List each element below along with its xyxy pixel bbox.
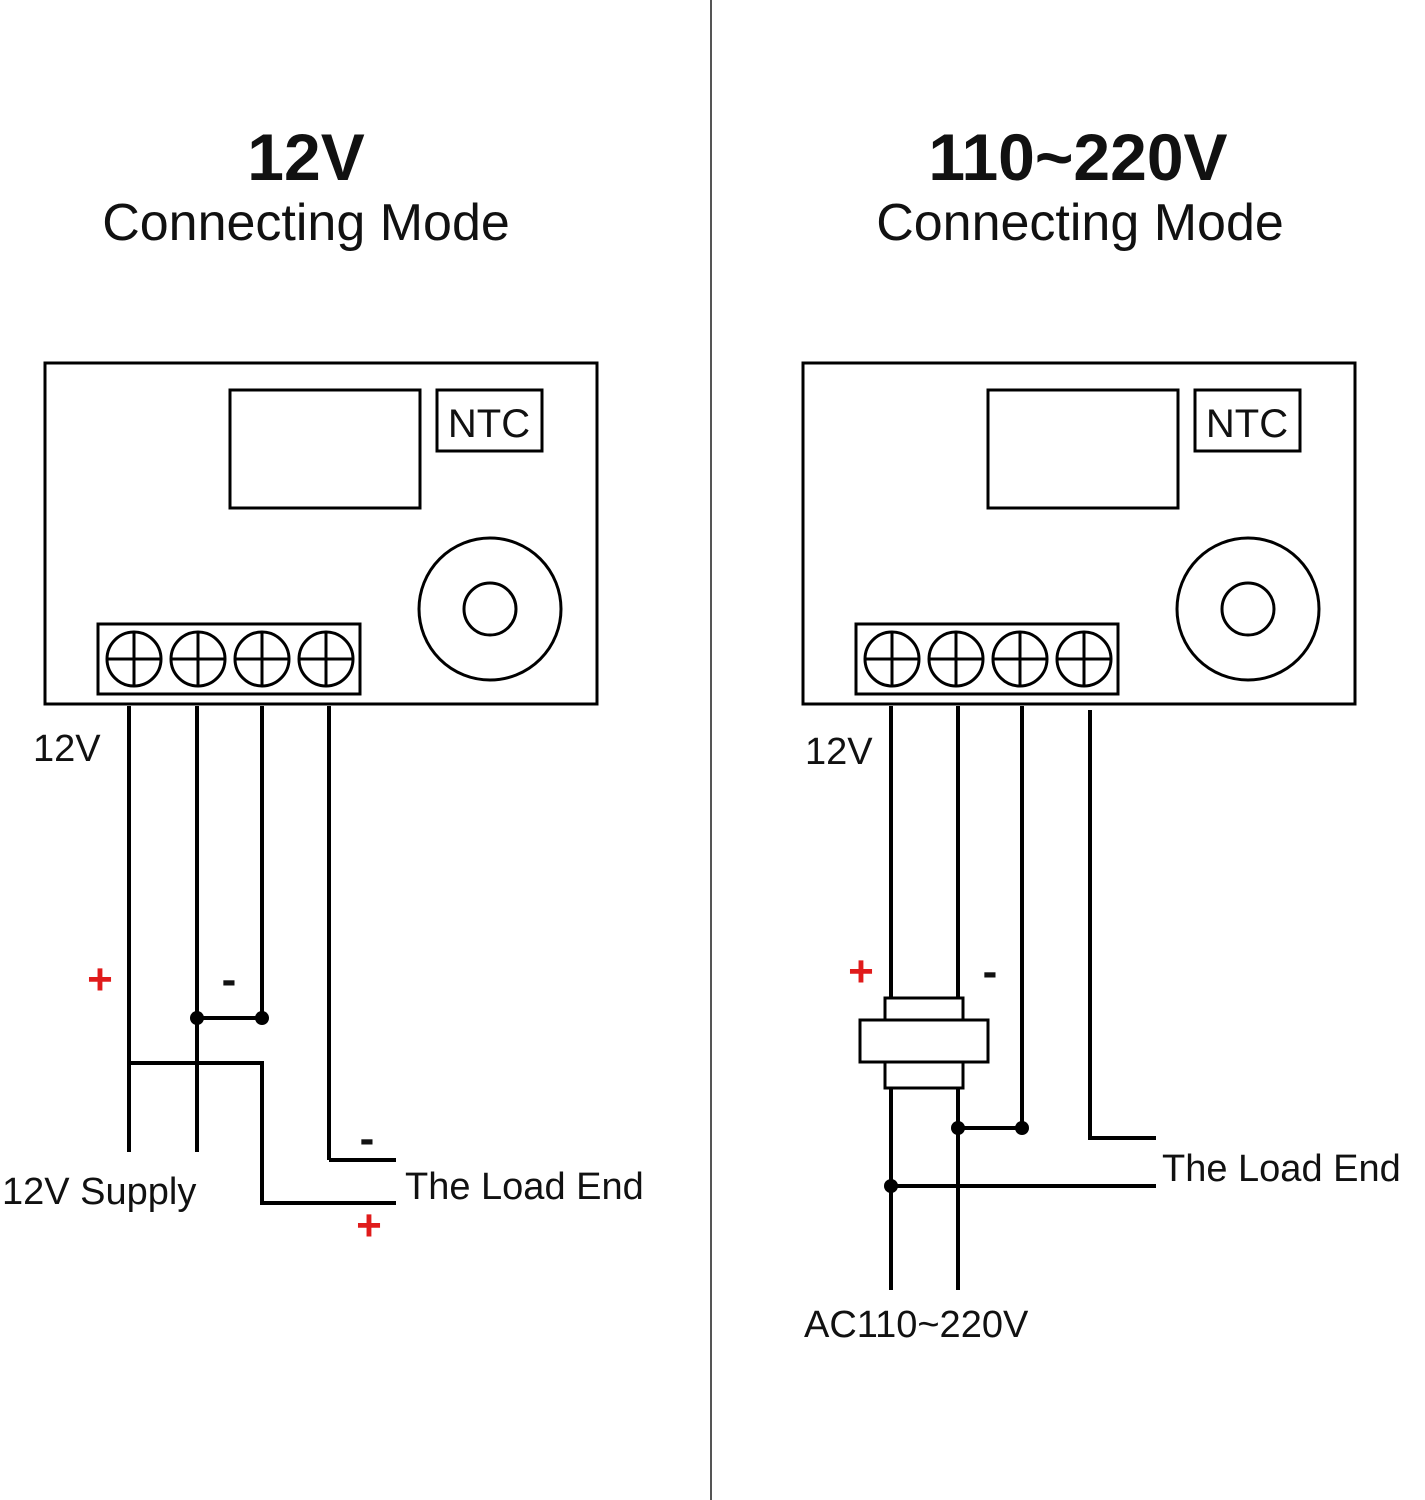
left-power-label: 12V xyxy=(33,728,101,770)
right-title: 110~220V xyxy=(928,120,1227,194)
left-controller-module: NTC xyxy=(43,361,599,706)
left-display-window xyxy=(228,388,422,510)
right-module-body xyxy=(801,361,1357,706)
left-title: 12V xyxy=(247,120,364,194)
right-supply-minus-sign: - xyxy=(983,947,998,996)
right-terminal-screw-2 xyxy=(927,630,985,688)
left-knob-inner xyxy=(462,581,518,637)
left-load-plus-sign: + xyxy=(356,1201,382,1250)
right-supply-plus-sign: + xyxy=(848,947,874,996)
right-knob-outer xyxy=(1175,536,1321,682)
right-ntc-label: NTC xyxy=(1206,402,1288,446)
right-terminal-screw-4 xyxy=(1055,630,1113,688)
right-panel: 110~220V Connecting Mode NTC xyxy=(801,120,1401,1346)
left-junction-dot xyxy=(255,1011,269,1025)
right-power-label: 12V xyxy=(805,731,873,773)
left-supply-plus-sign: + xyxy=(87,955,113,1004)
right-terminal-block xyxy=(854,622,1120,696)
left-load-minus-sign: - xyxy=(360,1114,375,1163)
right-wire-4-load xyxy=(1088,710,1156,1140)
left-terminal-screw-2 xyxy=(169,630,227,688)
left-subtitle: Connecting Mode xyxy=(102,194,510,252)
left-load-label: The Load End xyxy=(405,1166,644,1208)
left-load-plus-wire xyxy=(129,1061,396,1205)
left-ntc-label: NTC xyxy=(448,402,530,446)
right-junction-dot xyxy=(951,1121,965,1135)
left-terminal-block xyxy=(96,622,362,696)
left-knob-outer xyxy=(417,536,563,682)
left-junction-dot xyxy=(190,1011,204,1025)
right-terminal-screw-3 xyxy=(991,630,1049,688)
left-terminal-screw-1 xyxy=(105,630,163,688)
right-ntc-port xyxy=(1193,388,1302,453)
right-display-window xyxy=(986,388,1180,510)
right-load-label: The Load End xyxy=(1162,1148,1401,1190)
left-supply-label: 12V Supply xyxy=(2,1171,196,1213)
right-subtitle: Connecting Mode xyxy=(876,194,1284,252)
right-junction-dot xyxy=(884,1179,898,1193)
right-junction-dot xyxy=(1015,1121,1029,1135)
right-terminal-screw-1 xyxy=(863,630,921,688)
left-terminal-screw-3 xyxy=(233,630,291,688)
right-controller-module: NTC xyxy=(801,361,1357,706)
left-ntc-port xyxy=(435,388,544,453)
left-module-body xyxy=(43,361,599,706)
right-knob-inner xyxy=(1220,581,1276,637)
left-terminal-screw-4 xyxy=(297,630,355,688)
left-panel: 12V Connecting Mode NTC xyxy=(2,120,644,1250)
right-supply-label: AC110~220V xyxy=(804,1304,1029,1346)
left-supply-minus-sign: - xyxy=(222,955,237,1004)
right-bridge-connector xyxy=(858,996,990,1090)
